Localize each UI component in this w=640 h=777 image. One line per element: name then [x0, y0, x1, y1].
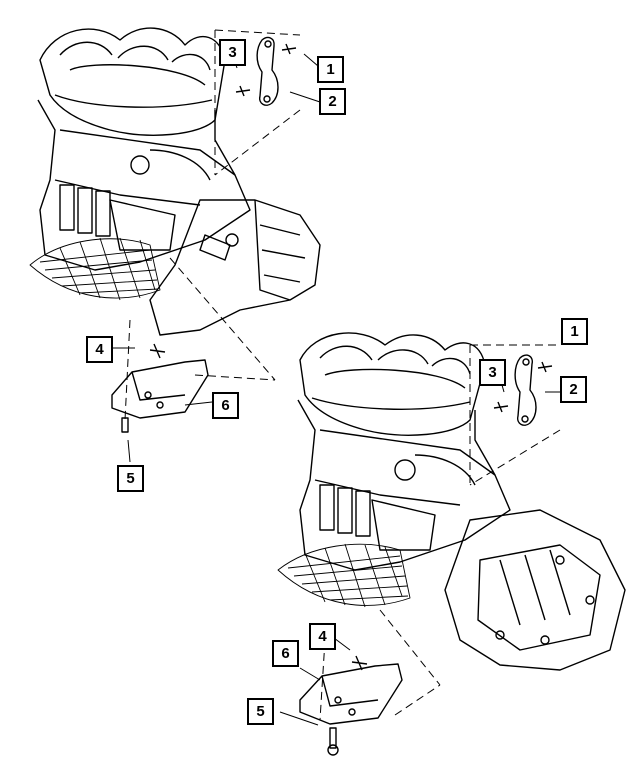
top-intake-manifold [39, 27, 226, 136]
callout-bottom-6: 6 [272, 640, 299, 667]
callout-bottom-1: 1 [561, 318, 588, 345]
callout-bottom-4: 4 [309, 623, 336, 650]
top-transmission [149, 199, 321, 336]
callout-top-2: 2 [319, 88, 346, 115]
callout-bottom-3: 3 [479, 359, 506, 386]
bottom-transmission [444, 509, 626, 671]
top-oil-pan-mesh [29, 237, 161, 301]
callout-bottom-5: 5 [247, 698, 274, 725]
callout-top-5: 5 [117, 465, 144, 492]
bottom-intake-manifold [299, 332, 486, 436]
bottom-lower-bracket [299, 655, 403, 756]
bottom-upper-bracket [493, 354, 553, 426]
bottom-engine-assembly [277, 332, 626, 756]
bottom-engine-block [297, 399, 511, 571]
top-upper-bracket [235, 36, 297, 106]
callout-top-3: 3 [219, 39, 246, 66]
top-engine-block [37, 99, 251, 271]
top-engine-assembly [29, 27, 321, 463]
callout-bottom-2: 2 [560, 376, 587, 403]
callout-top-1: 1 [317, 56, 344, 83]
callout-top-4: 4 [86, 336, 113, 363]
bottom-leader-lines [319, 344, 561, 721]
bottom-oil-pan-mesh [277, 543, 411, 608]
top-lower-bracket [111, 343, 209, 433]
callout-top-6: 6 [212, 392, 239, 419]
top-leader-lines [124, 29, 301, 421]
